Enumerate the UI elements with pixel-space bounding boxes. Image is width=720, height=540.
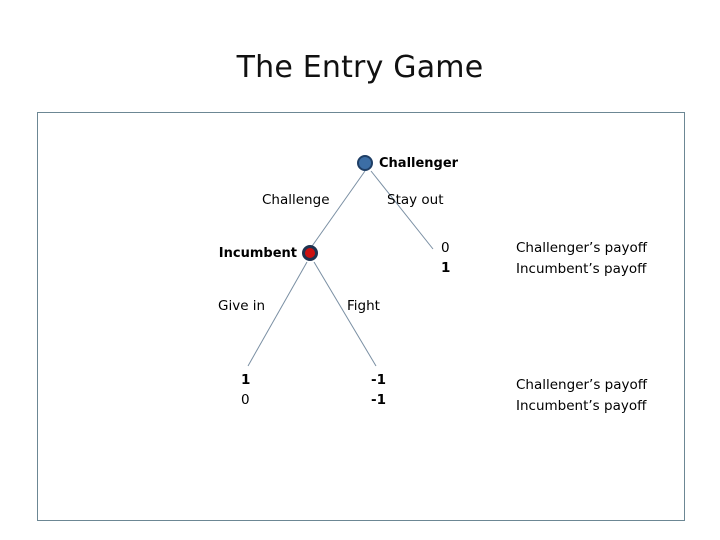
- payoff-stay-out: 0 1: [441, 238, 450, 278]
- payoff-fight: -1 -1: [371, 370, 386, 410]
- payoff-stay-out-incumbent: 1: [441, 260, 451, 276]
- node-incumbent[interactable]: [302, 245, 318, 261]
- content-frame: [37, 112, 685, 521]
- payoff-legend-bottom-line2: Incumbent’s payoff: [516, 398, 647, 414]
- payoff-fight-incumbent: -1: [371, 392, 386, 408]
- node-challenger[interactable]: [357, 155, 373, 171]
- edge-label-give-in: Give in: [218, 298, 266, 314]
- payoff-legend-bottom: Challenger’s payoff Incumbent’s payoff: [516, 375, 647, 417]
- payoff-stay-out-challenger: 0: [441, 240, 450, 256]
- payoff-legend-top-line1: Challenger’s payoff: [516, 240, 648, 256]
- payoff-give-in: 1 0: [241, 370, 250, 410]
- edge-label-fight: Fight: [347, 298, 380, 314]
- payoff-legend-bottom-line1: Challenger’s payoff: [516, 377, 648, 393]
- page-title: The Entry Game: [236, 50, 484, 85]
- edge-label-challenge: Challenge: [262, 192, 330, 208]
- payoff-give-in-challenger: 1: [241, 372, 251, 388]
- edge-label-stay-out: Stay out: [387, 192, 444, 208]
- payoff-legend-top-line2: Incumbent’s payoff: [516, 261, 647, 277]
- payoff-legend-top: Challenger’s payoff Incumbent’s payoff: [516, 238, 647, 280]
- payoff-give-in-incumbent: 0: [241, 392, 250, 408]
- payoff-fight-challenger: -1: [371, 372, 386, 388]
- node-challenger-label: Challenger: [379, 156, 459, 171]
- node-incumbent-label: Incumbent: [218, 246, 297, 261]
